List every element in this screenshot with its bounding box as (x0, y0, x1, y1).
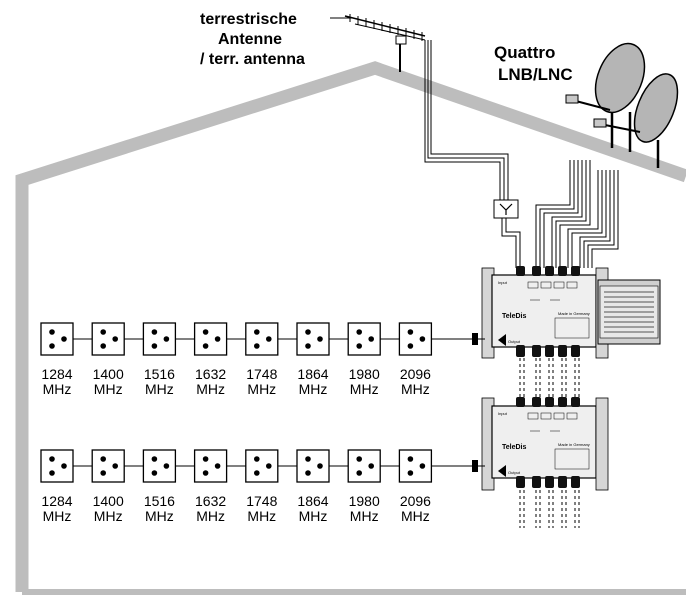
satellite-dish-icon (565, 42, 679, 168)
row-connector (472, 460, 478, 472)
frequency-unit: MHz (401, 508, 430, 524)
frequency-unit: MHz (247, 381, 276, 397)
lnb-cables (535, 160, 619, 268)
wall-socket-icon (296, 322, 330, 356)
frequency-value: 1632 (195, 366, 226, 382)
wall-socket-icon (245, 449, 279, 483)
frequency-unit: MHz (94, 508, 123, 524)
frequency-value: 1400 (93, 366, 124, 382)
antenna-label-line2: Antenne (218, 31, 282, 48)
device-2-input-label: Input (498, 411, 508, 416)
frequency-value: 2096 (400, 493, 431, 509)
frequency-value: 1284 (41, 366, 72, 382)
frequency-value: 1864 (297, 493, 328, 509)
wall-socket-icon (91, 449, 125, 483)
frequency-unit: MHz (350, 381, 379, 397)
socket-rows: 1284MHz1400MHz1516MHz1632MHz1748MHz1864M… (40, 322, 485, 524)
wall-socket-icon (398, 322, 433, 356)
wall-socket-icon (40, 449, 74, 483)
frequency-value: 1516 (144, 366, 175, 382)
frequency-unit: MHz (196, 381, 225, 397)
frequency-value: 1864 (297, 366, 328, 382)
frequency-value: 1748 (246, 366, 277, 382)
multiswitch-unit-2: TeleDis Made in Germany Output Input (481, 397, 609, 491)
frequency-unit: MHz (299, 508, 328, 524)
frequency-value: 2096 (400, 366, 431, 382)
multiswitch-unit-1: TeleDis Made in Germany Output Input (481, 266, 609, 359)
terrestrial-antenna-icon (344, 14, 426, 72)
wall-socket-icon (296, 449, 330, 483)
frequency-value: 1400 (93, 493, 124, 509)
device-2-madein-label: Made in Germany (558, 442, 590, 447)
unit-2-output-cables (519, 490, 580, 528)
device-madein-label: Made in Germany (558, 311, 590, 316)
frequency-unit: MHz (94, 381, 123, 397)
frequency-value: 1284 (41, 493, 72, 509)
device-input-label: Input (498, 280, 508, 285)
frequency-unit: MHz (350, 508, 379, 524)
device-2-output-label: Output (508, 470, 521, 475)
frequency-unit: MHz (247, 508, 276, 524)
socket-row: 1284MHz1400MHz1516MHz1632MHz1748MHz1864M… (40, 322, 485, 397)
frequency-value: 1516 (144, 493, 175, 509)
frequency-value: 1980 (349, 493, 380, 509)
antenna-splitter-icon (493, 199, 521, 268)
antenna-cable (424, 40, 501, 200)
inter-unit-cables (519, 358, 580, 398)
wall-socket-icon (142, 322, 177, 356)
frequency-unit: MHz (43, 381, 72, 397)
frequency-unit: MHz (145, 508, 174, 524)
wall-socket-icon (142, 449, 177, 483)
device-brand-label: TeleDis (502, 313, 526, 320)
socket-row: 1284MHz1400MHz1516MHz1632MHz1748MHz1864M… (40, 449, 485, 524)
wall-socket-icon (347, 449, 381, 483)
wall-socket-icon (40, 322, 74, 356)
house-outline (15, 61, 686, 592)
wall-socket-icon (91, 322, 125, 356)
wall-socket-icon (398, 449, 433, 483)
frequency-unit: MHz (145, 381, 174, 397)
frequency-value: 1748 (246, 493, 277, 509)
frequency-value: 1980 (349, 366, 380, 382)
lnb-label-line1: Quattro (494, 43, 555, 62)
wall-socket-icon (347, 322, 381, 356)
antenna-label-line1: terrestrische (200, 11, 297, 28)
frequency-value: 1632 (195, 493, 226, 509)
device-2-brand-label: TeleDis (502, 444, 526, 451)
power-supply-unit (597, 279, 661, 345)
device-output-label: Output (508, 339, 521, 344)
wall-socket-icon (245, 322, 279, 356)
wall-socket-icon (193, 322, 228, 356)
frequency-unit: MHz (299, 381, 328, 397)
frequency-unit: MHz (401, 381, 430, 397)
row-connector (472, 333, 478, 345)
wall-socket-icon (193, 449, 228, 483)
lnb-label-line2: LNB/LNC (498, 65, 573, 84)
antenna-label-line3: / terr. antenna (200, 51, 305, 68)
frequency-unit: MHz (43, 508, 72, 524)
frequency-unit: MHz (196, 508, 225, 524)
